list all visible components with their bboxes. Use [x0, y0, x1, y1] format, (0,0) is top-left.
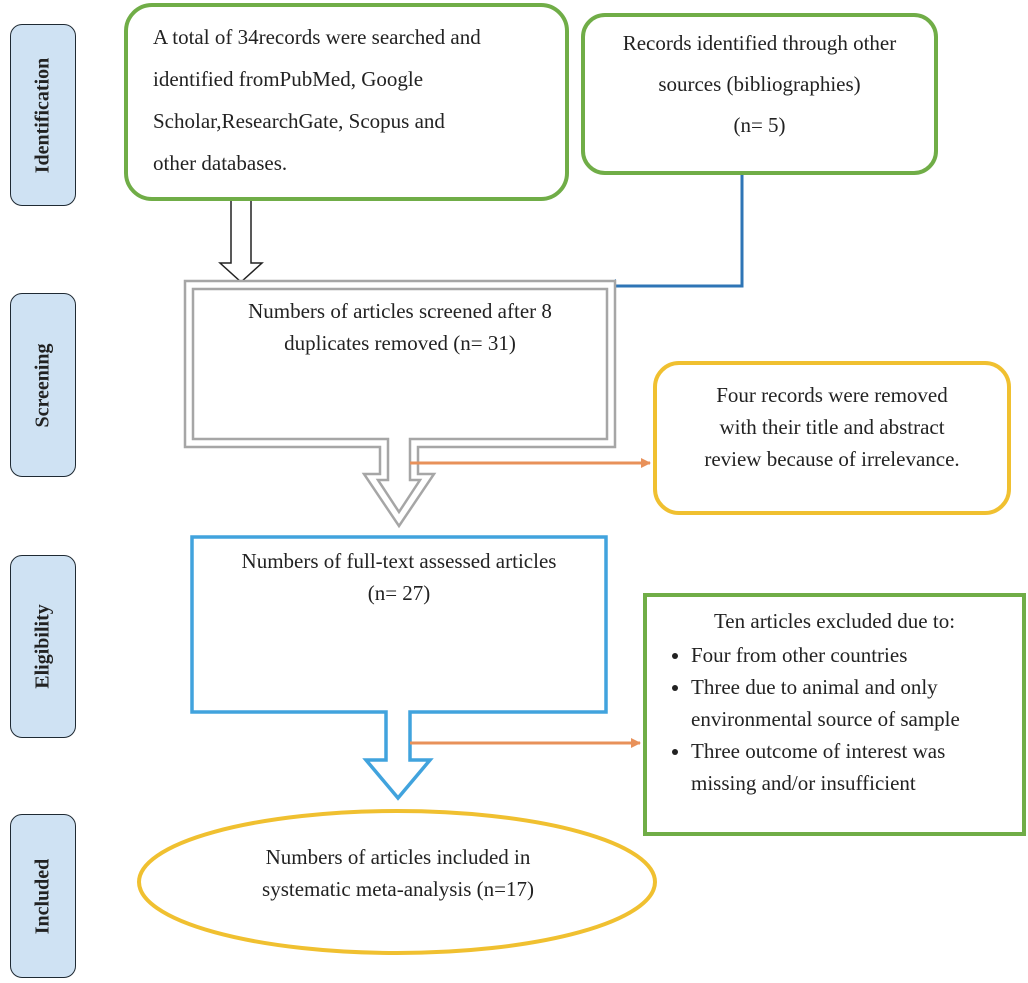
eligibility-line-2: (n= 27): [367, 581, 431, 605]
excluded-reason-line: Three due to animal and only: [691, 675, 938, 699]
phase-identification-label: Identification: [31, 57, 54, 173]
eligibility-text: Numbers of full-text assessed articles (…: [192, 545, 606, 609]
excluded-reasons-list: Four from other countries Three due to a…: [647, 639, 1022, 799]
excluded-reason-item: Three outcome of interest was missing an…: [691, 735, 1022, 799]
screening-box-inner: [191, 287, 609, 515]
included-line-2: systematic meta-analysis (n=17): [262, 877, 534, 901]
included-ellipse: [137, 809, 657, 955]
excluded-reason-line: Four from other countries: [691, 643, 908, 667]
removed-line-2: with their title and abstract: [719, 415, 945, 439]
database-records-line-3: Scholar,ResearchGate, Scopus and: [153, 109, 445, 133]
database-records-line-2: identified fromPubMed, Google: [153, 67, 424, 91]
other-sources-line-1: Records identified through other: [622, 31, 897, 55]
identification-down-arrow: [218, 199, 264, 284]
included-line-1: Numbers of articles included in: [265, 845, 531, 869]
excluded-reason-line: environmental source of sample: [691, 707, 960, 731]
phase-identification: Identification: [10, 24, 76, 206]
excluded-reason-line: Three outcome of interest was: [691, 739, 946, 763]
phase-screening: Screening: [10, 293, 76, 477]
phase-screening-label: Screening: [31, 342, 54, 428]
phase-included-label: Included: [31, 858, 54, 934]
excluded-articles-box: Ten articles excluded due to: Four from …: [643, 593, 1026, 836]
excluded-reason-item: Three due to animal and only environment…: [691, 671, 1022, 735]
phase-eligibility-label: Eligibility: [31, 604, 54, 689]
other-sources-line-3: (n= 5): [733, 113, 786, 137]
database-records-line-1: A total of 34records were searched and: [153, 25, 481, 49]
excluded-heading: Ten articles excluded due to:: [713, 609, 956, 633]
removed-records-box: Four records were removed with their tit…: [653, 361, 1011, 515]
other-sources-line-2: sources (bibliographies): [658, 72, 861, 96]
database-records-line-4: other databases.: [153, 151, 288, 175]
included-text: Numbers of articles included in systemat…: [180, 841, 616, 905]
removed-line-1: Four records were removed: [716, 383, 948, 407]
screening-line-1: Numbers of articles screened after 8: [248, 299, 552, 323]
phase-eligibility: Eligibility: [10, 555, 76, 738]
phase-included: Included: [10, 814, 76, 978]
screening-line-2: duplicates removed (n= 31): [284, 331, 516, 355]
other-sources-connector: [612, 172, 744, 288]
eligibility-box-frame: [190, 535, 608, 801]
database-records-box: A total of 34records were searched and i…: [124, 3, 569, 201]
excluded-reason-item: Four from other countries: [691, 639, 1022, 671]
screening-text: Numbers of articles screened after 8 dup…: [193, 295, 607, 359]
eligibility-line-1: Numbers of full-text assessed articles: [241, 549, 557, 573]
excluded-reason-line: missing and/or insufficient: [691, 771, 916, 795]
other-sources-box: Records identified through other sources…: [581, 13, 938, 175]
removed-line-3: review because of irrelevance.: [704, 447, 960, 471]
